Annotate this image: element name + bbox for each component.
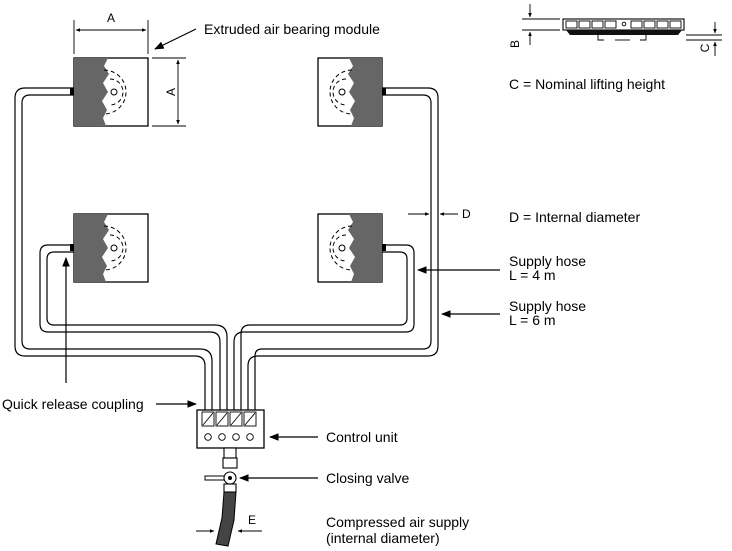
dimension-a-top-label: A — [107, 11, 115, 25]
dimension-d: D — [408, 207, 471, 221]
compressed-air-label-1: Compressed air supply — [326, 514, 469, 530]
dimension-a-side: A — [152, 57, 186, 127]
module-bottom-left — [70, 213, 149, 283]
internal-diameter-label: D = Internal diameter — [509, 209, 640, 225]
module-label: Extruded air bearing module — [204, 21, 380, 37]
dimension-e-label: E — [248, 513, 256, 527]
compressed-air-label-2: (internal diameter) — [326, 530, 440, 546]
module-bottom-right — [317, 213, 386, 283]
dimension-b-label: B — [508, 40, 522, 48]
module-arrow — [154, 28, 197, 50]
dimension-b: B — [508, 4, 560, 48]
supply-hose-4-label-2: L = 4 m — [509, 267, 556, 283]
dimension-c: C — [686, 22, 722, 56]
nominal-lift-label: C = Nominal lifting height — [509, 76, 665, 92]
control-unit — [196, 409, 265, 449]
dimension-e: E — [196, 513, 262, 533]
dimension-c-label: C — [698, 43, 712, 52]
closing-valve — [204, 447, 238, 493]
dimension-d-label: D — [462, 207, 471, 221]
quick-release-label: Quick release coupling — [2, 396, 144, 412]
supply-hose-4-label-1: Supply hose — [509, 253, 586, 269]
side-view — [562, 18, 685, 41]
supply-hose-6-label-1: Supply hose — [509, 298, 586, 314]
hose-bottom-right-short — [233, 244, 415, 410]
control-unit-label: Control unit — [326, 429, 398, 445]
hose-top-right-long — [247, 87, 439, 410]
module-top-left — [70, 57, 149, 127]
dimension-a-top: A — [73, 11, 149, 54]
hose-bottom-left-short — [39, 244, 228, 410]
dimension-a-side-label: A — [164, 88, 178, 96]
module-top-right — [317, 57, 386, 127]
hose-top-left-long — [14, 87, 213, 410]
supply-hose-6-label-2: L = 6 m — [509, 312, 556, 328]
air-supply-hose — [215, 491, 237, 547]
closing-valve-label: Closing valve — [326, 470, 409, 486]
